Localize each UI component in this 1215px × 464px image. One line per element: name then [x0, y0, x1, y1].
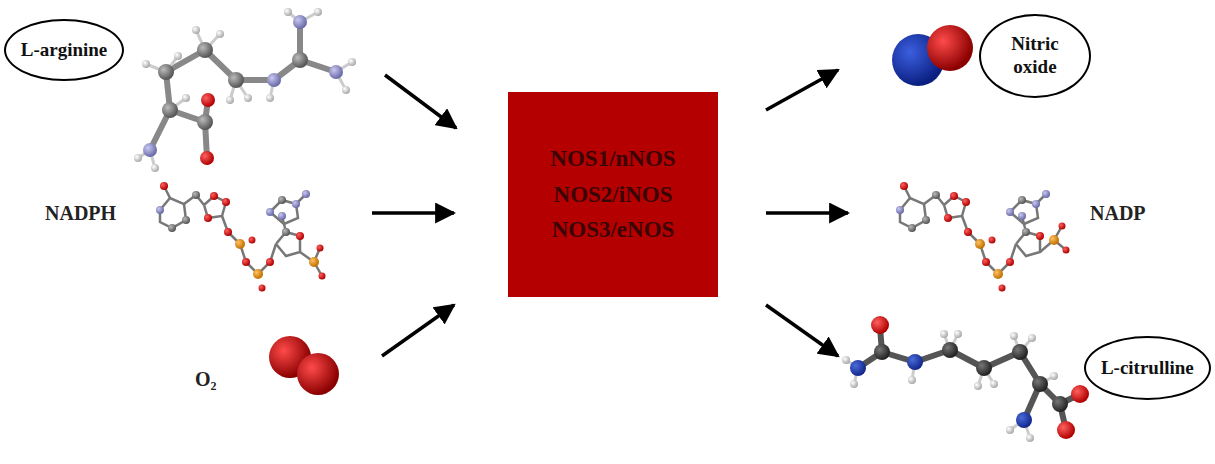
- reaction-arrow: [766, 305, 838, 356]
- molecule-label: NADP: [1090, 202, 1146, 225]
- reaction-arrow: [766, 70, 838, 110]
- molecule-name: Nitric oxide: [995, 33, 1075, 79]
- output-arrow: [766, 211, 848, 215]
- molecule-label: O₂: [195, 368, 217, 391]
- enzyme-box: NOS1/nNOSNOS2/iNOSNOS3/eNOS: [508, 92, 718, 297]
- enzyme-name: NOS3/eNOS: [552, 212, 675, 248]
- product-ellipse: L-citrulline: [1084, 336, 1211, 400]
- reactant-ellipse: L-arginine: [4, 19, 124, 81]
- product-ellipse: Nitric oxide: [979, 14, 1091, 98]
- molecule-label: NADPH: [45, 202, 116, 225]
- input-arrow: [382, 305, 454, 356]
- enzyme-name: NOS2/iNOS: [554, 177, 673, 213]
- input-arrow: [372, 211, 454, 215]
- molecule-name: L-citrulline: [1101, 357, 1194, 380]
- reaction-arrow: [385, 75, 456, 128]
- molecule-name: L-arginine: [21, 39, 108, 62]
- enzyme-name: NOS1/nNOS: [550, 141, 675, 177]
